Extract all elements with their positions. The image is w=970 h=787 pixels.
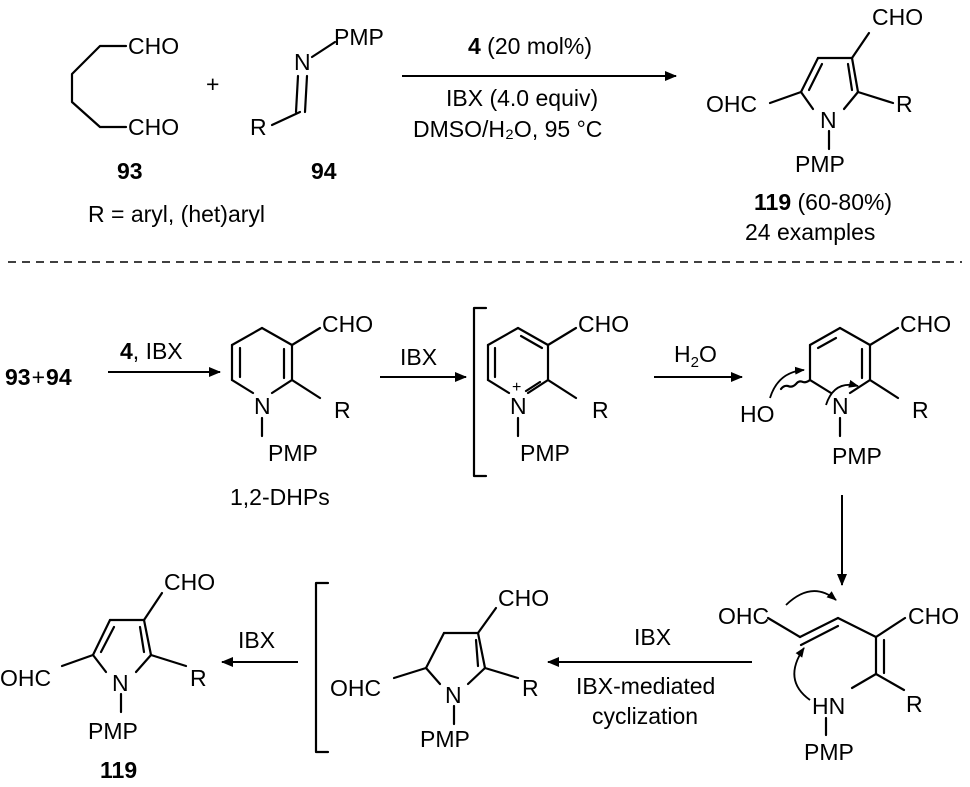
final-product-n-atom: N bbox=[112, 670, 129, 696]
dhp-structure: CHO N R PMP bbox=[230, 311, 373, 466]
cyclization-text-line2: cyclization bbox=[592, 703, 698, 729]
dihydro-pmp: PMP bbox=[420, 726, 470, 752]
product-119-cho-top: CHO bbox=[872, 4, 923, 30]
plus-sign-top: + bbox=[206, 71, 219, 97]
product-119-examples: 24 examples bbox=[745, 219, 875, 245]
pyridinium-cho: CHO bbox=[578, 311, 629, 337]
top-catalyst-conditions: 4 (20 mol%) bbox=[468, 33, 592, 59]
compound-94-structure: N PMP R bbox=[250, 24, 384, 140]
dhp-cho: CHO bbox=[322, 311, 373, 337]
product-119-yield: 119 (60-80%) bbox=[754, 189, 892, 215]
dihydro-cho: CHO bbox=[498, 585, 549, 611]
product-119-pmp: PMP bbox=[795, 151, 845, 177]
compound-93-cho-top: CHO bbox=[128, 33, 179, 59]
dihydro-ohc: OHC bbox=[330, 675, 381, 701]
bracket-left-pyridinium bbox=[472, 306, 488, 478]
hydrate-r-group: R bbox=[912, 397, 929, 423]
dihydro-n-atom: N bbox=[445, 682, 462, 708]
pyridinium-structure: CHO N + R PMP bbox=[486, 311, 629, 466]
final-product-label: 119 bbox=[100, 757, 137, 783]
hydrate-structure: CHO HO N R PMP bbox=[740, 311, 951, 469]
top-oxidant-conditions: IBX (4.0 equiv) bbox=[446, 85, 598, 111]
open-chain-structure: OHC CHO HN R PMP bbox=[718, 590, 959, 765]
product-119-n-atom: N bbox=[820, 107, 837, 133]
dhp-label: 1,2-DHPs bbox=[230, 484, 330, 510]
open-chain-hn: HN bbox=[812, 693, 845, 719]
compound-94-label: 94 bbox=[311, 158, 337, 184]
product-119-structure-top: CHO OHC R N PMP bbox=[706, 4, 923, 177]
open-chain-r-group: R bbox=[906, 691, 923, 717]
compound-93-label: 93 bbox=[117, 158, 143, 184]
pyridinium-charge: + bbox=[512, 379, 521, 396]
final-product-cho: CHO bbox=[164, 569, 215, 595]
dhp-r-group: R bbox=[334, 397, 351, 423]
final-product-r-group: R bbox=[190, 665, 207, 691]
hydrate-ho: HO bbox=[740, 401, 775, 427]
dihydro-r-group: R bbox=[522, 675, 539, 701]
dhp-pmp: PMP bbox=[268, 440, 318, 466]
cyclization-text-line1: IBX-mediated bbox=[576, 673, 715, 699]
final-product-structure: CHO OHC R N PMP bbox=[0, 569, 215, 744]
pyridinium-pmp: PMP bbox=[520, 440, 570, 466]
dhp-n-atom: N bbox=[254, 393, 271, 419]
open-chain-cho: CHO bbox=[908, 603, 959, 629]
open-chain-pmp: PMP bbox=[804, 739, 854, 765]
pyridinium-n-atom: N bbox=[510, 393, 527, 419]
compound-94-r-group: R bbox=[250, 114, 267, 140]
product-119-r-group: R bbox=[896, 91, 913, 117]
dihydropyrrole-structure: CHO OHC N R PMP bbox=[330, 585, 549, 752]
step-1-conditions: 4, IBX bbox=[120, 338, 183, 364]
mechanism-start-reactants: 93+94 bbox=[5, 364, 72, 390]
hydrate-cho: CHO bbox=[900, 311, 951, 337]
bracket-left-dihydro bbox=[314, 581, 330, 754]
compound-94-n-atom: N bbox=[294, 49, 311, 75]
final-step-reagent: IBX bbox=[238, 627, 275, 653]
final-product-pmp: PMP bbox=[88, 718, 138, 744]
compound-93-cho-bottom: CHO bbox=[128, 114, 179, 140]
product-119-ohc-left: OHC bbox=[706, 91, 757, 117]
hydrate-pmp: PMP bbox=[832, 443, 882, 469]
r-group-definition: R = aryl, (het)aryl bbox=[88, 201, 265, 227]
final-product-ohc: OHC bbox=[0, 665, 51, 691]
open-chain-ohc: OHC bbox=[718, 603, 769, 629]
pyridinium-r-group: R bbox=[592, 397, 609, 423]
compound-94-pmp: PMP bbox=[334, 24, 384, 50]
compound-93-structure: CHO CHO bbox=[70, 33, 179, 140]
cyclization-reagent: IBX bbox=[634, 624, 671, 650]
step-3-reagent: H2O bbox=[674, 341, 717, 371]
top-solvent-conditions: DMSO/H₂O, 95 °C bbox=[413, 116, 602, 142]
step-2-reagent: IBX bbox=[400, 344, 437, 370]
hydrate-n-atom: N bbox=[832, 393, 849, 419]
